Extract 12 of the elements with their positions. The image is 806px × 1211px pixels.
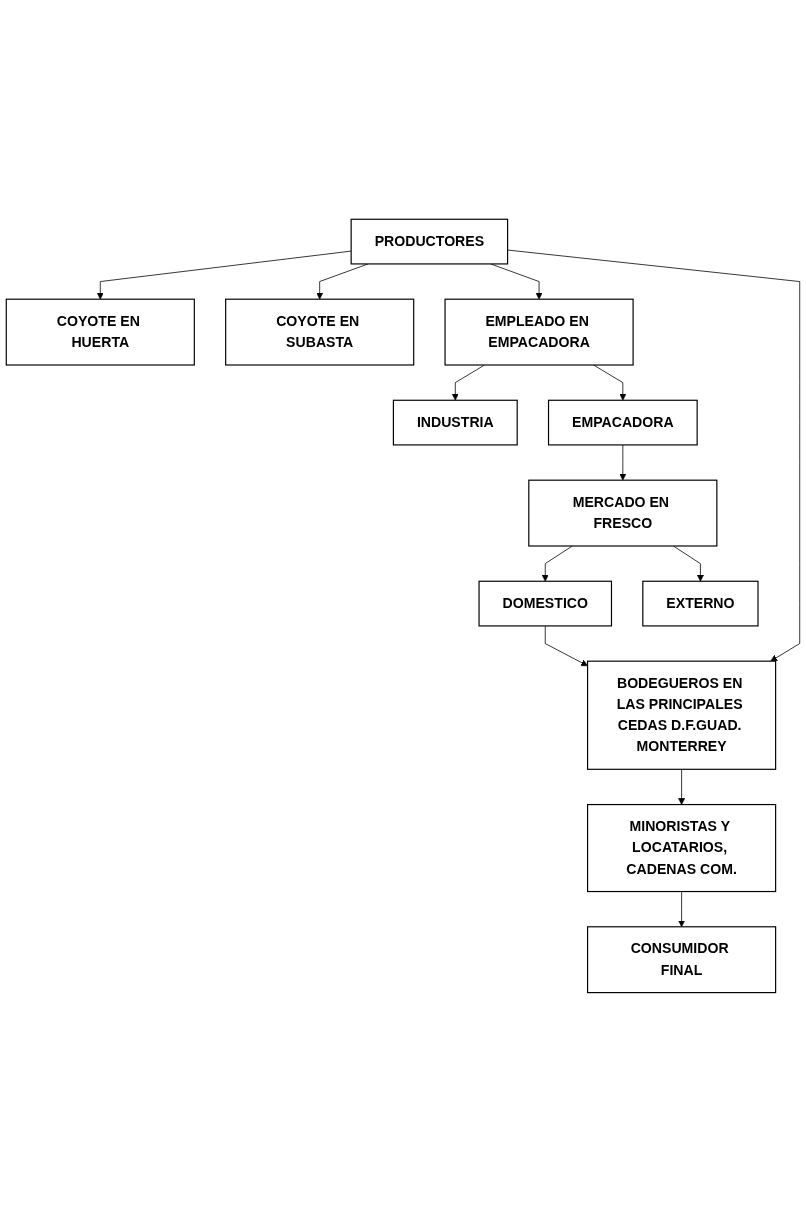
node-box: DOMESTICO (478, 580, 613, 627)
node-box: EMPLEADO EN EMPACADORA (444, 298, 634, 366)
node-box: PRODUCTORES (350, 218, 509, 265)
node-box: INDUSTRIA (392, 399, 518, 446)
node-box: EMPACADORA (547, 399, 698, 446)
node-box: EXTERNO (642, 580, 759, 627)
node-box: MINORISTAS Y LOCATARIOS, CADENAS COM. (587, 803, 777, 892)
node-box: COYOTE EN SUBASTA (225, 298, 415, 366)
node-box: CONSUMIDOR FINAL (587, 925, 777, 993)
node-box: COYOTE EN HUERTA (5, 298, 195, 366)
node-box: MERCADO EN FRESCO (528, 479, 718, 547)
node-box: BODEGUEROS EN LAS PRINCIPALES CEDAS D.F.GUAD. MONTERREY (587, 660, 777, 770)
